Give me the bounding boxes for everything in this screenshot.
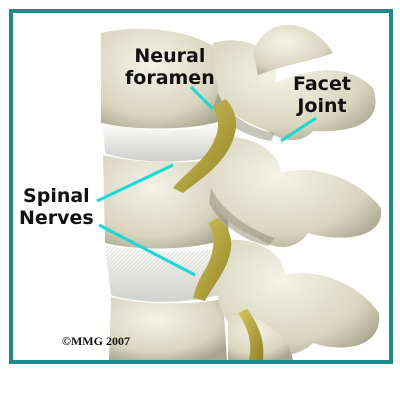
- lower-nerve-root: [193, 218, 232, 301]
- diagram-frame: Neural foramen Facet Joint Spinal Nerves: [9, 9, 393, 364]
- facet-joint-label: Facet Joint: [293, 73, 351, 117]
- upper-posterior-element: [213, 40, 376, 140]
- middle-posterior-element: [211, 137, 382, 248]
- spinal-nerves-label: Spinal Nerves: [19, 185, 94, 229]
- leader-neural-foramen: [189, 85, 215, 111]
- upper-nerve-root: [173, 99, 237, 193]
- spine-illustration: [96, 24, 382, 360]
- leader-facet-joint: [280, 116, 317, 143]
- neural-foramen-label: Neural foramen: [125, 45, 215, 89]
- lower-vertebral-body: [109, 297, 227, 360]
- leader-spinal-nerves-lower: [98, 223, 196, 277]
- descending-nerve: [238, 309, 264, 360]
- copyright-notice: ©MMG 2007: [62, 334, 130, 348]
- upper-disc: [103, 123, 223, 162]
- leader-spinal-nerves-upper: [96, 163, 174, 203]
- upper-vertebral-body: [101, 28, 228, 129]
- facet-process: [253, 24, 333, 75]
